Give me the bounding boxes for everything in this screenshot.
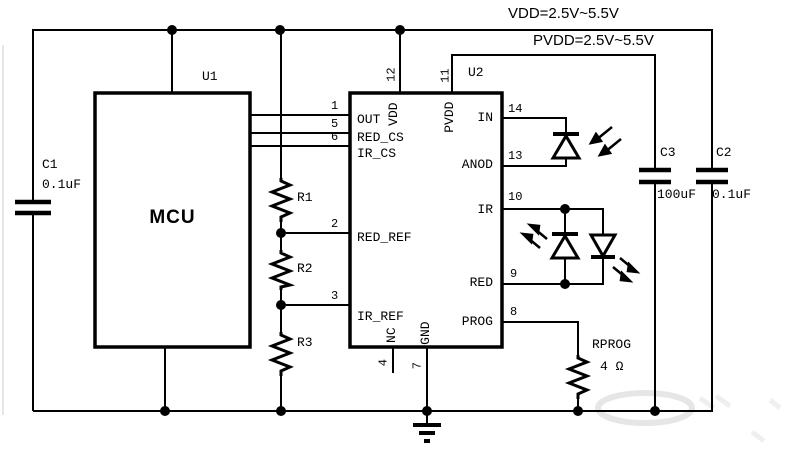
vdd-rail-label: VDD=2.5V~5.5V: [508, 5, 619, 22]
r2-ref: R2: [297, 261, 313, 276]
incoming-light-arrows-icon: [588, 126, 622, 157]
mcu-body: [93, 91, 252, 349]
mcu-signal-wires: [250, 114, 350, 147]
capacitor-c1: [15, 199, 51, 216]
resistor-r3: [267, 332, 295, 376]
ground-rail-wire: [33, 182, 713, 412]
red-led-symbol: [588, 233, 641, 283]
c3-ref: C3: [660, 145, 676, 160]
pin-name-ir-cs: IR_CS: [357, 146, 397, 161]
pin-name-red-cs: RED_CS: [357, 130, 404, 145]
pin-name-ir-ref: IR_REF: [357, 309, 404, 324]
pin-name-prog: PROG: [461, 314, 493, 329]
pvdd-rail-label: PVDD=2.5V~5.5V: [533, 32, 654, 49]
r3-ref: R3: [297, 335, 313, 350]
photodiode-triangle: [550, 133, 582, 160]
pin-number-8: 8: [510, 305, 518, 319]
vdd-rail-wire: [32, 29, 713, 202]
junction-dot: [275, 25, 285, 35]
resistor-r2: [267, 250, 296, 290]
prog-wire: [502, 321, 579, 411]
pin-number-2: 2: [331, 217, 339, 231]
junction-dot: [395, 25, 405, 35]
pin-number-12: 12: [384, 67, 399, 82]
ir-led-symbol: [519, 223, 581, 260]
resistor-r1: [267, 178, 295, 222]
junction-dots: [160, 25, 660, 416]
pin-number-5: 5: [331, 117, 339, 131]
junction-dot: [276, 300, 286, 310]
pin-number-10: 10: [508, 190, 523, 204]
pvdd-rail-wire: [451, 54, 656, 170]
reference-tap-wires: [281, 232, 350, 306]
pin-name-red: RED: [469, 275, 493, 290]
pin-number-14: 14: [508, 102, 523, 116]
pin-name-in: IN: [477, 110, 493, 125]
red-led-triangle: [588, 233, 618, 260]
led-branch-wire: [502, 208, 604, 285]
pin-name-gnd: GND: [417, 321, 433, 345]
ir-led-triangle: [549, 233, 581, 260]
pin-number-11: 11: [438, 68, 453, 83]
pin-name-ir: IR: [477, 202, 493, 217]
pin-name-anod: ANOD: [461, 157, 493, 172]
junction-dot: [276, 406, 286, 416]
emitted-light-arrows-icon: [612, 257, 641, 283]
pin-number-6: 6: [331, 130, 339, 144]
junction-dot: [422, 406, 432, 416]
mcu-designator: U1: [202, 69, 218, 84]
capacitor-c2: [696, 167, 728, 185]
pin-number-1: 1: [331, 99, 339, 113]
resistor-rprog: [564, 355, 592, 399]
c2-ref: C2: [716, 145, 732, 160]
pin-number-13: 13: [508, 149, 523, 163]
mcu-name: MCU: [149, 207, 196, 228]
rprog-value: 4 Ω: [600, 359, 624, 374]
pin-name-pvdd: PVDD: [441, 101, 457, 133]
junction-dot: [160, 406, 170, 416]
pin-name-red-ref: RED_REF: [357, 230, 412, 245]
capacitor-c3: [639, 167, 671, 185]
driver-ic-body: [348, 91, 504, 349]
pin-number-3: 3: [331, 289, 339, 303]
photodiode-symbol: [550, 126, 622, 160]
driver-ic-designator: U2: [468, 65, 484, 80]
rprog-ref: RPROG: [592, 337, 632, 352]
r1-ref: R1: [297, 190, 313, 205]
pin-number-7: 7: [410, 362, 425, 370]
c1-value: 0.1uF: [42, 177, 82, 192]
junction-dot: [167, 25, 177, 35]
photodiode-branch-wire: [502, 117, 567, 167]
pin-name-nc: NC: [383, 327, 399, 343]
c3-value: 100uF: [657, 187, 697, 202]
pin-number-4: 4: [376, 359, 391, 367]
pin-number-9: 9: [510, 267, 518, 281]
watermark: [595, 390, 782, 443]
pin-name-vdd: VDD: [385, 102, 401, 126]
c1-ref: C1: [42, 157, 58, 172]
junction-dot: [573, 406, 583, 416]
pin-name-out: OUT: [357, 112, 381, 127]
emitted-light-arrows-icon: [519, 223, 548, 249]
c2-value: 0.1uF: [712, 187, 752, 202]
ground-symbol-icon: [413, 423, 441, 443]
junction-dot: [276, 228, 286, 238]
junction-dot: [560, 204, 570, 214]
junction-dot: [650, 406, 660, 416]
junction-dot: [560, 279, 570, 289]
